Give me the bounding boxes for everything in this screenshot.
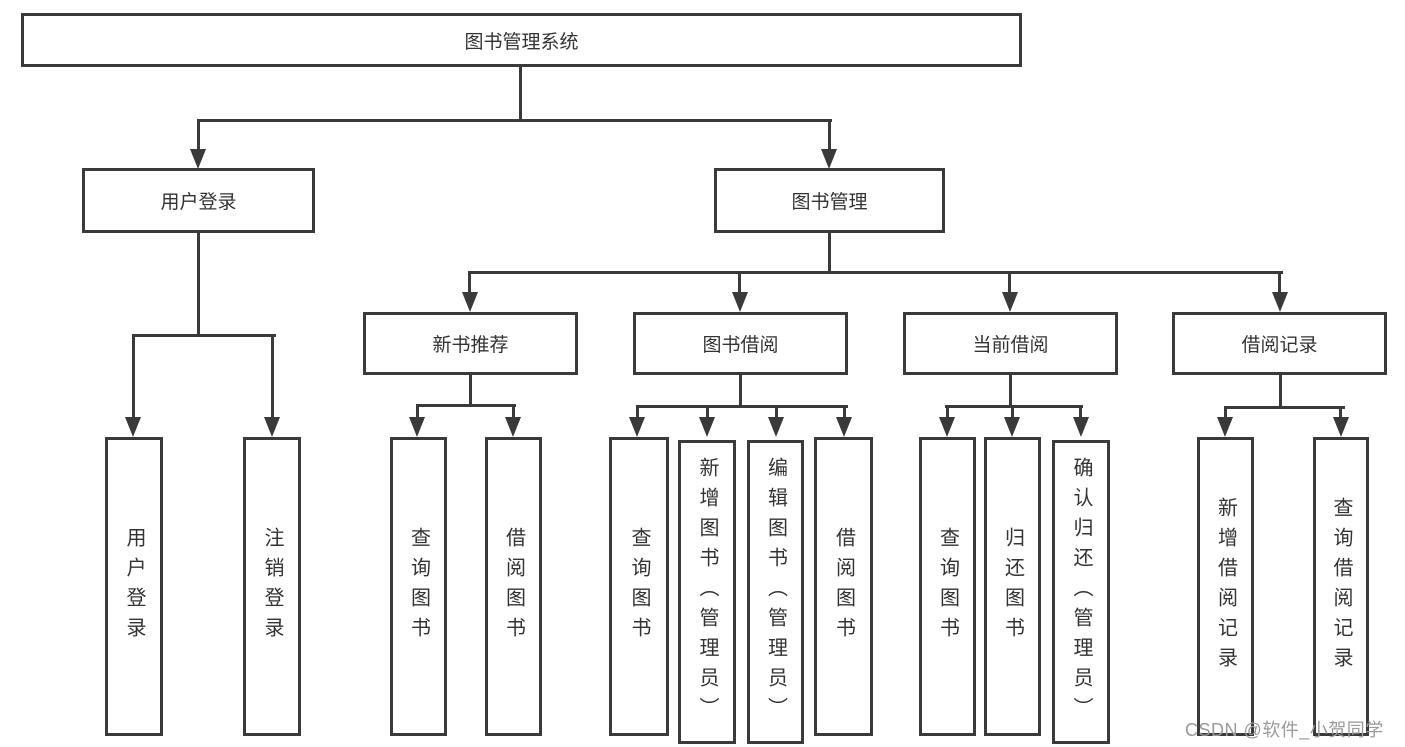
node-book-management: 图书管理 — [714, 168, 945, 233]
connector-current-borrow-branch — [945, 405, 1083, 408]
node-new-book-recommendation: 新书推荐 — [363, 312, 578, 375]
arrow-down-icon — [505, 417, 521, 437]
leaf-return-books: 归还图书 — [984, 437, 1041, 736]
connector-borrow-record-drop-2 — [1339, 406, 1342, 418]
arrow-down-icon — [1272, 292, 1288, 312]
leaf-edit-books-admin: 编辑图书（管理员） — [747, 440, 804, 744]
connector-user-login-drop-2 — [271, 334, 274, 419]
arrow-down-icon — [1217, 417, 1233, 437]
node-book-borrowing: 图书借阅 — [633, 312, 848, 375]
leaf-query-books-borrow: 查询图书 — [609, 437, 669, 736]
arrow-down-icon — [1073, 417, 1089, 437]
connector-borrow-record-drop-1 — [1224, 406, 1227, 418]
arrow-down-icon — [190, 149, 206, 169]
connector-root-branch — [197, 119, 832, 122]
connector-user-login-stem — [197, 233, 200, 335]
csdn-watermark: CSDN @软件_小贺同学 — [1185, 720, 1384, 740]
connector-new-rec-drop-2 — [512, 404, 515, 418]
connector-new-rec-drop-1 — [416, 404, 419, 418]
connector-book-borrow-drop-4 — [843, 405, 846, 418]
arrow-down-icon — [1333, 417, 1349, 437]
connector-current-borrow-drop-2 — [1011, 405, 1014, 418]
leaf-borrow-books-rec: 借阅图书 — [485, 437, 542, 736]
connector-book-mgmt-drop-4 — [1278, 271, 1281, 294]
arrow-down-icon — [821, 149, 837, 169]
leaf-add-books-admin: 新增图书（管理员） — [678, 440, 736, 744]
connector-root-stem — [519, 66, 522, 120]
connector-current-borrow-stem — [1009, 374, 1012, 407]
arrow-down-icon — [1004, 417, 1020, 437]
arrow-down-icon — [732, 292, 748, 312]
leaf-logout: 注销登录 — [243, 437, 301, 736]
arrow-down-icon — [629, 417, 645, 437]
connector-user-login-drop-1 — [132, 334, 135, 419]
leaf-query-books-rec: 查询图书 — [390, 437, 447, 736]
connector-book-borrow-drop-1 — [636, 405, 639, 418]
leaf-add-borrow-record: 新增借阅记录 — [1197, 437, 1254, 736]
connector-book-mgmt-drop-1 — [468, 271, 471, 294]
connector-current-borrow-drop-1 — [946, 405, 949, 418]
connector-new-rec-stem — [469, 374, 472, 405]
arrow-down-icon — [462, 292, 478, 312]
arrow-down-icon — [699, 417, 715, 437]
node-user-login: 用户登录 — [82, 168, 315, 233]
arrow-down-icon — [409, 417, 425, 437]
leaf-query-borrow-record: 查询借阅记录 — [1313, 437, 1369, 736]
node-current-borrowing: 当前借阅 — [903, 312, 1118, 375]
arrow-down-icon — [836, 417, 852, 437]
arrow-down-icon — [1002, 292, 1018, 312]
connector-borrow-record-stem — [1279, 374, 1282, 408]
leaf-borrow-books: 借阅图书 — [814, 437, 873, 736]
connector-current-borrow-drop-3 — [1079, 405, 1082, 418]
connector-new-rec-branch — [416, 404, 516, 407]
arrow-down-icon — [125, 417, 141, 437]
leaf-user-login: 用户登录 — [105, 437, 163, 736]
connector-user-login-branch — [132, 334, 276, 337]
connector-book-mgmt-branch — [469, 271, 1283, 274]
connector-book-mgmt-stem — [828, 233, 831, 273]
node-borrowing-records: 借阅记录 — [1172, 312, 1387, 375]
arrow-down-icon — [264, 417, 280, 437]
connector-book-mgmt-drop-2 — [738, 271, 741, 294]
node-library-system: 图书管理系统 — [21, 13, 1022, 67]
connector-book-borrow-stem — [739, 374, 742, 407]
connector-root-drop-right — [828, 119, 831, 152]
leaf-query-books-current: 查询图书 — [919, 437, 976, 736]
leaf-confirm-return-admin: 确认归还（管理员） — [1052, 440, 1110, 744]
connector-book-borrow-drop-2 — [706, 405, 709, 418]
connector-root-drop-left — [197, 119, 200, 152]
arrow-down-icon — [768, 417, 784, 437]
connector-borrow-record-branch — [1224, 406, 1345, 409]
connector-book-borrow-branch — [636, 405, 848, 408]
connector-book-mgmt-drop-3 — [1008, 271, 1011, 294]
arrow-down-icon — [939, 417, 955, 437]
connector-book-borrow-drop-3 — [775, 405, 778, 418]
